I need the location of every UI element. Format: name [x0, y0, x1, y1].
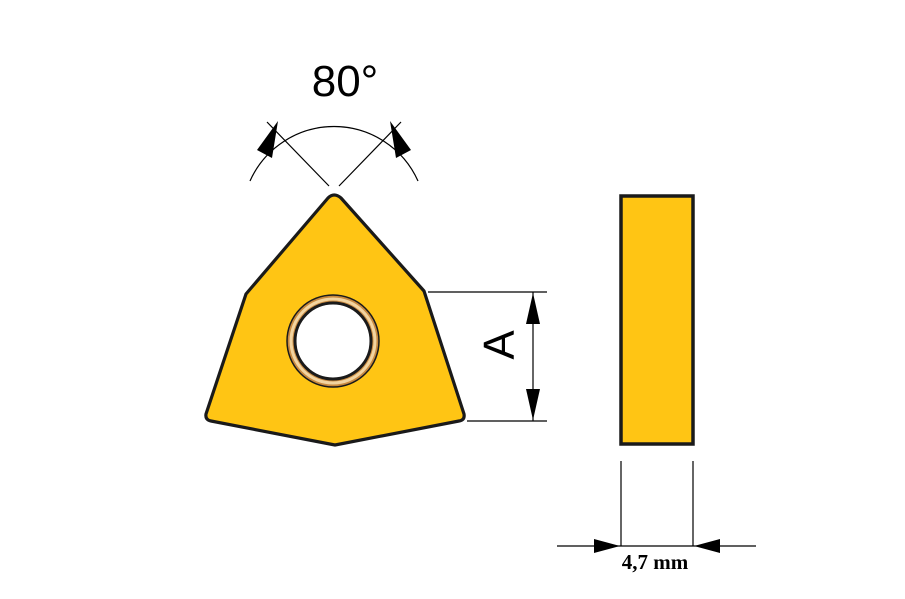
dimension-a-arrow-bottom: [526, 389, 540, 420]
hole-ring-highlight: [289, 297, 377, 385]
insert-side-view: [619, 194, 695, 446]
center-hole: [293, 301, 373, 381]
dimension-a: A: [428, 291, 547, 422]
dimension-a-arrow-top: [526, 293, 540, 324]
angle-dimension: 80°: [249, 57, 419, 187]
angle-label: 80°: [312, 57, 379, 106]
dimension-a-label: A: [475, 330, 524, 360]
angle-arrow-right: [390, 121, 411, 158]
thickness-arrow-left: [594, 539, 620, 553]
thickness-arrow-right: [694, 539, 720, 553]
angle-arrow-left: [257, 121, 278, 158]
insert-top-view: [204, 193, 466, 447]
side-view-body: [619, 194, 695, 446]
thickness-dimension: 4,7 mm: [557, 461, 756, 574]
thickness-label: 4,7 mm: [622, 550, 689, 574]
angle-extension-right: [338, 121, 402, 187]
angle-extension-left: [266, 121, 330, 187]
angle-arc: [249, 126, 419, 182]
